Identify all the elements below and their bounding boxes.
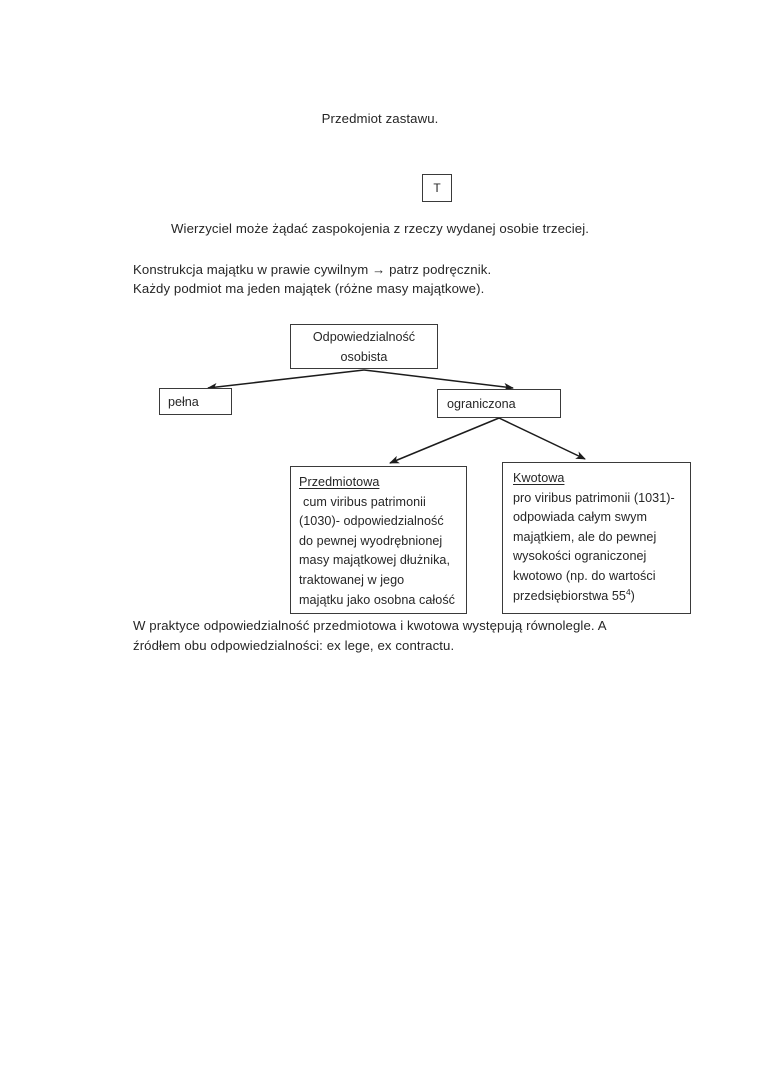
connector-ograniczona-to-kwotowa	[498, 417, 586, 460]
connector-root-to-pelna	[207, 369, 365, 391]
kwotowa-line-6: przedsiębiorstwa 554)	[513, 587, 686, 607]
kwotowa-line-6-prefix: przedsiębiorstwa 55	[513, 588, 626, 603]
closing-paragraph: W praktyce odpowiedzialność przedmiotowa…	[133, 616, 659, 655]
przedmiotowa-line-1: cum viribus patrimonii	[303, 494, 426, 509]
przedmiotowa-line-2: (1030)- odpowiedzialność	[299, 514, 444, 529]
kwotowa-heading: Kwotowa	[513, 471, 565, 485]
note-line-1: Konstrukcja majątku w prawie cywilnym → …	[133, 262, 492, 277]
diagram-node-kwotowa: Kwotowa pro viribus patrimonii (1031)- o…	[502, 462, 691, 614]
connector-root-to-ograniczona	[363, 369, 514, 391]
kwotowa-line-6-suffix: )	[630, 588, 635, 603]
diagram-node-root: Odpowiedzialność osobista	[290, 324, 438, 369]
przedmiotowa-line-5: traktowanej w jego	[299, 572, 405, 587]
diagram-node-pelna-label: pełna	[168, 394, 199, 409]
kwotowa-line-4: wysokości ograniczonej	[513, 549, 647, 564]
connector-ograniczona-to-przedmiotowa	[389, 417, 500, 464]
page-title: Przedmiot zastawu.	[321, 111, 439, 126]
diagram-node-root-line1: Odpowiedzialność	[312, 329, 416, 344]
kwotowa-footnote-superscript: 4	[625, 586, 631, 597]
note-line-2: Każdy podmiot ma jeden majątek (różne ma…	[133, 281, 485, 296]
diagram-node-przedmiotowa: Przedmiotowa cum viribus patrimonii (103…	[290, 466, 467, 614]
lead-sentence: Wierzyciel może żądać zaspokojenia z rze…	[171, 221, 589, 236]
kwotowa-line-5: kwotowo (np. do wartości	[513, 568, 656, 583]
marker-box-t: T	[422, 174, 452, 202]
marker-box-label: T	[433, 181, 441, 195]
przedmiotowa-line-6: majątku jako osobna całość	[299, 592, 456, 607]
kwotowa-line-2: odpowiada całym swym	[513, 510, 647, 525]
kwotowa-line-3: majątkiem, ale do pewnej	[513, 529, 657, 544]
diagram-node-pelna: pełna	[159, 388, 232, 415]
diagram-node-ograniczona-label: ograniczona	[447, 396, 516, 411]
przedmiotowa-line-3: do pewnej wyodrębnionej	[299, 533, 443, 548]
kwotowa-line-1: pro viribus patrimonii (1031)-	[513, 490, 675, 505]
closing-line-2: źródłem obu odpowiedzialności: ex lege, …	[133, 637, 455, 653]
przedmiotowa-heading: Przedmiotowa	[299, 475, 380, 489]
diagram-node-root-line2: osobista	[340, 349, 388, 364]
przedmiotowa-line-4: masy majątkowej dłużnika,	[299, 553, 451, 568]
closing-line-1: W praktyce odpowiedzialność przedmiotowa…	[133, 618, 607, 633]
diagram-node-ograniczona: ograniczona	[437, 389, 561, 418]
